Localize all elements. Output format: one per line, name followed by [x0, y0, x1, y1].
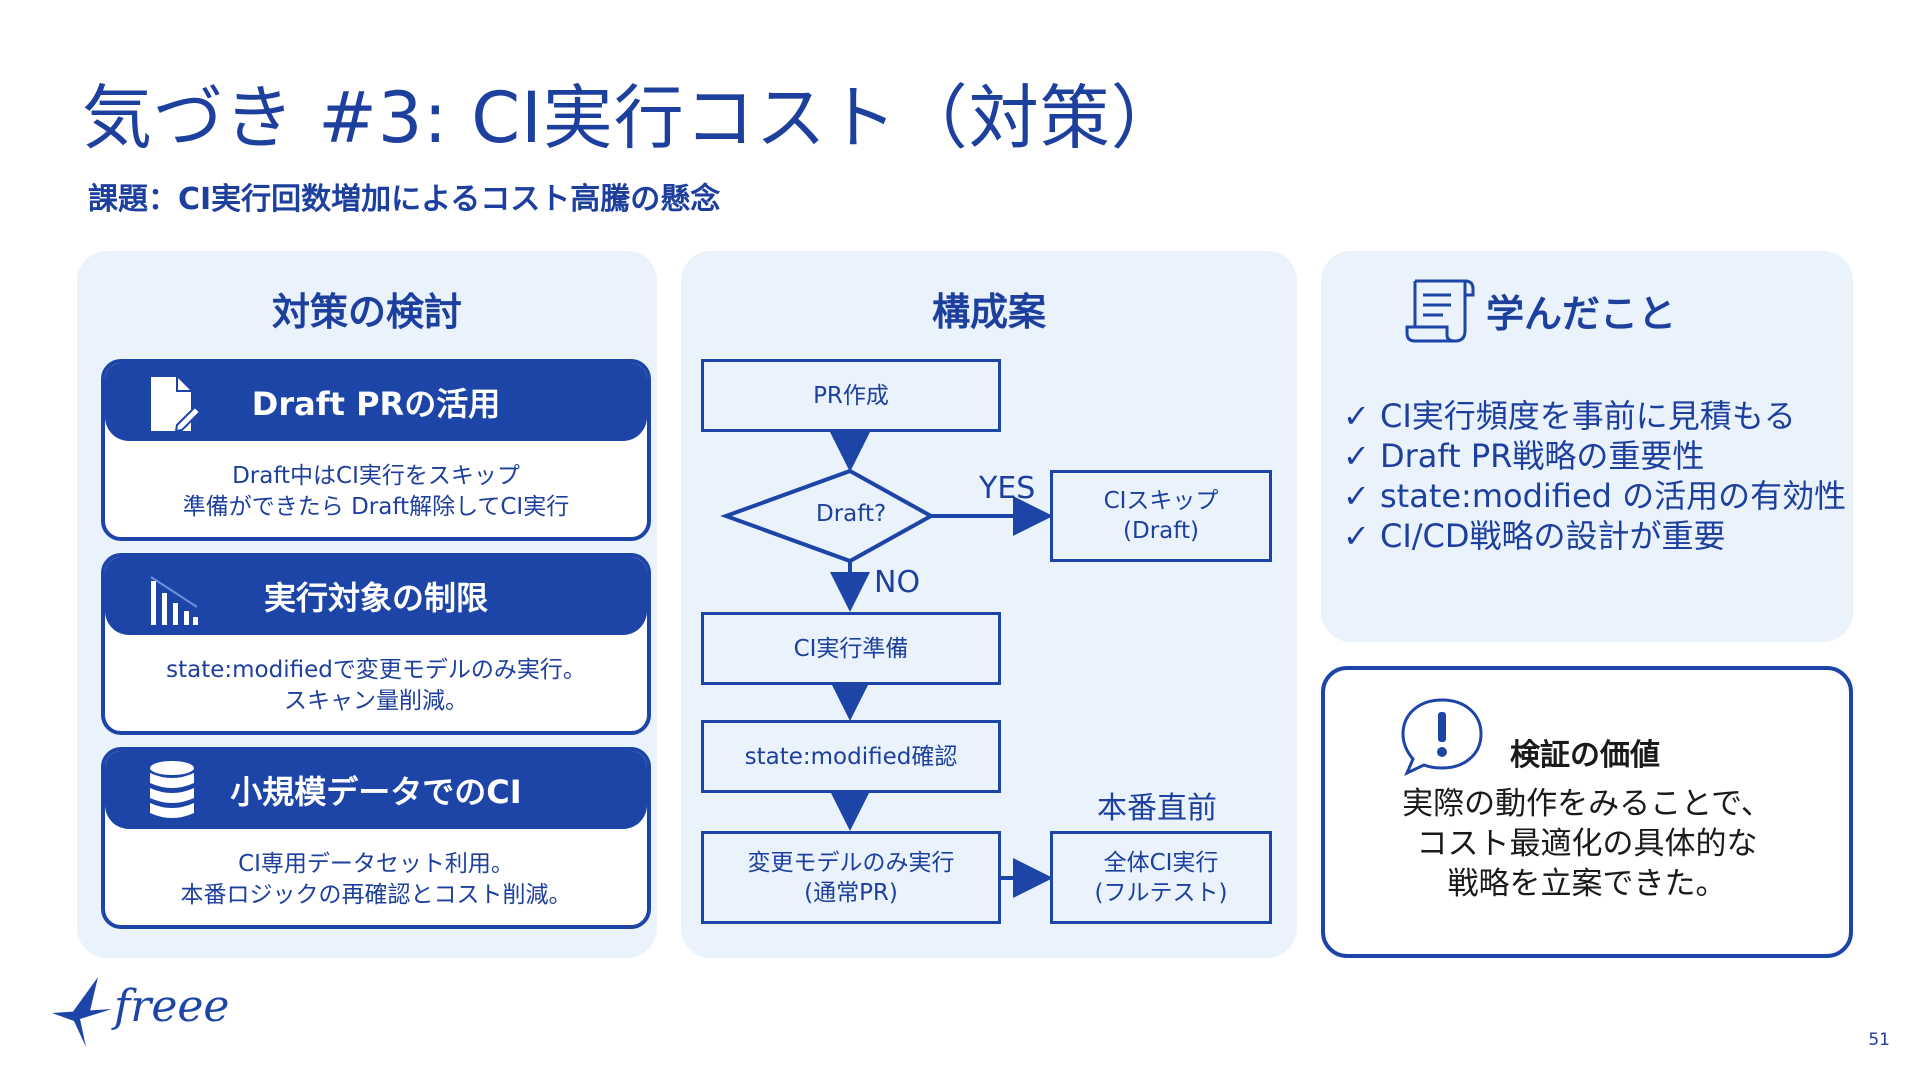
flow-no-label: NO	[874, 565, 921, 600]
card-line: 本番ロジックの再確認とコスト削減。	[180, 882, 572, 908]
logo-text: freee	[114, 981, 230, 1032]
bar-chart-icon	[147, 573, 203, 631]
card-header: 小規模データでのCI	[105, 751, 647, 829]
flow-yes-label: YES	[979, 471, 1036, 506]
flowchart-panel: 構成案 PR作成 Draft? YES CIスキップ (Draft) NO CI…	[681, 251, 1297, 958]
learnings-panel: 学んだこと ✓ CI実行頻度を事前に見積もる ✓ Draft PR戦略の重要性 …	[1321, 251, 1853, 642]
card-line: state:modifiedで変更モデルのみ実行。	[166, 657, 586, 683]
card-body: state:modifiedで変更モデルのみ実行。 スキャン量削減。	[105, 635, 647, 717]
measure-card-limit-targets: 実行対象の制限 state:modifiedで変更モデルのみ実行。 スキャン量削…	[101, 553, 651, 735]
value-text: 実際の動作をみることで、 コスト最適化の具体的な 戦略を立案できた。	[1325, 784, 1849, 904]
card-header: Draft PRの活用	[105, 363, 647, 441]
slide-title: 気づき #3: CI実行コスト（対策）	[82, 77, 1182, 159]
learnings-heading: 学んだこと	[1486, 292, 1677, 336]
flow-pr-create: PR作成	[701, 359, 1001, 432]
card-title: 実行対象の制限	[263, 579, 488, 617]
learning-item: ✓ Draft PR戦略の重要性	[1343, 437, 1705, 475]
exclamation-bubble-icon	[1399, 696, 1485, 780]
flow-ci-prepare: CI実行準備	[701, 612, 1001, 685]
scroll-icon	[1403, 273, 1477, 351]
database-icon	[147, 759, 197, 827]
value-heading: 検証の価値	[1510, 738, 1660, 773]
slide-subtitle: 課題：CI実行回数増加によるコスト高騰の懸念	[88, 182, 721, 217]
page-number: 51	[1868, 1030, 1890, 1050]
flow-modified-only: 変更モデルのみ実行 (通常PR)	[701, 831, 1001, 924]
flowchart-connectors	[720, 432, 1053, 898]
card-body: Draft中はCI実行をスキップ 準備ができたら Draft解除してCI実行	[105, 441, 647, 523]
card-line: 準備ができたら Draft解除してCI実行	[182, 494, 570, 520]
value-box: 検証の価値 実際の動作をみることで、 コスト最適化の具体的な 戦略を立案できた。	[1321, 666, 1853, 958]
bird-logo-icon	[50, 975, 120, 1053]
flow-state-check: state:modified確認	[701, 720, 1001, 793]
card-line: スキャン量削減。	[284, 688, 468, 714]
measures-heading: 対策の検討	[271, 290, 462, 334]
learning-item: ✓ state:modified の活用の有効性	[1343, 477, 1847, 515]
value-line: 実際の動作をみることで、	[1402, 786, 1772, 822]
card-line: CI専用データセット利用。	[238, 851, 514, 877]
card-body: CI専用データセット利用。 本番ロジックの再確認とコスト削減。	[105, 829, 647, 911]
learnings-list: ✓ CI実行頻度を事前に見積もる ✓ Draft PR戦略の重要性 ✓ stat…	[1343, 396, 1846, 556]
value-line: コスト最適化の具体的な	[1416, 826, 1758, 862]
learning-item: ✓ CI実行頻度を事前に見積もる	[1343, 397, 1796, 435]
card-title: 小規模データでのCI	[230, 773, 522, 811]
measures-panel: 対策の検討 Draft PRの活用 Draft中はCI実行をスキップ 準備ができ…	[77, 251, 657, 958]
flow-decision-label: Draft?	[816, 501, 887, 527]
flowchart-heading: 構成案	[931, 290, 1046, 334]
value-line: 戦略を立案できた。	[1447, 866, 1727, 902]
card-title: Draft PRの活用	[251, 385, 501, 423]
flow-pre-prod-label: 本番直前	[1097, 791, 1217, 826]
flow-ci-skip: CIスキップ (Draft)	[1050, 470, 1272, 562]
learning-item: ✓ CI/CD戦略の設計が重要	[1343, 517, 1726, 555]
card-line: Draft中はCI実行をスキップ	[232, 463, 520, 489]
measure-card-draft-pr: Draft PRの活用 Draft中はCI実行をスキップ 準備ができたら Dra…	[101, 359, 651, 541]
card-header: 実行対象の制限	[105, 557, 647, 635]
document-edit-icon	[147, 375, 202, 437]
measure-card-small-data: 小規模データでのCI CI専用データセット利用。 本番ロジックの再確認とコスト削…	[101, 747, 651, 929]
flow-full-ci: 全体CI実行 (フルテスト)	[1050, 831, 1272, 924]
